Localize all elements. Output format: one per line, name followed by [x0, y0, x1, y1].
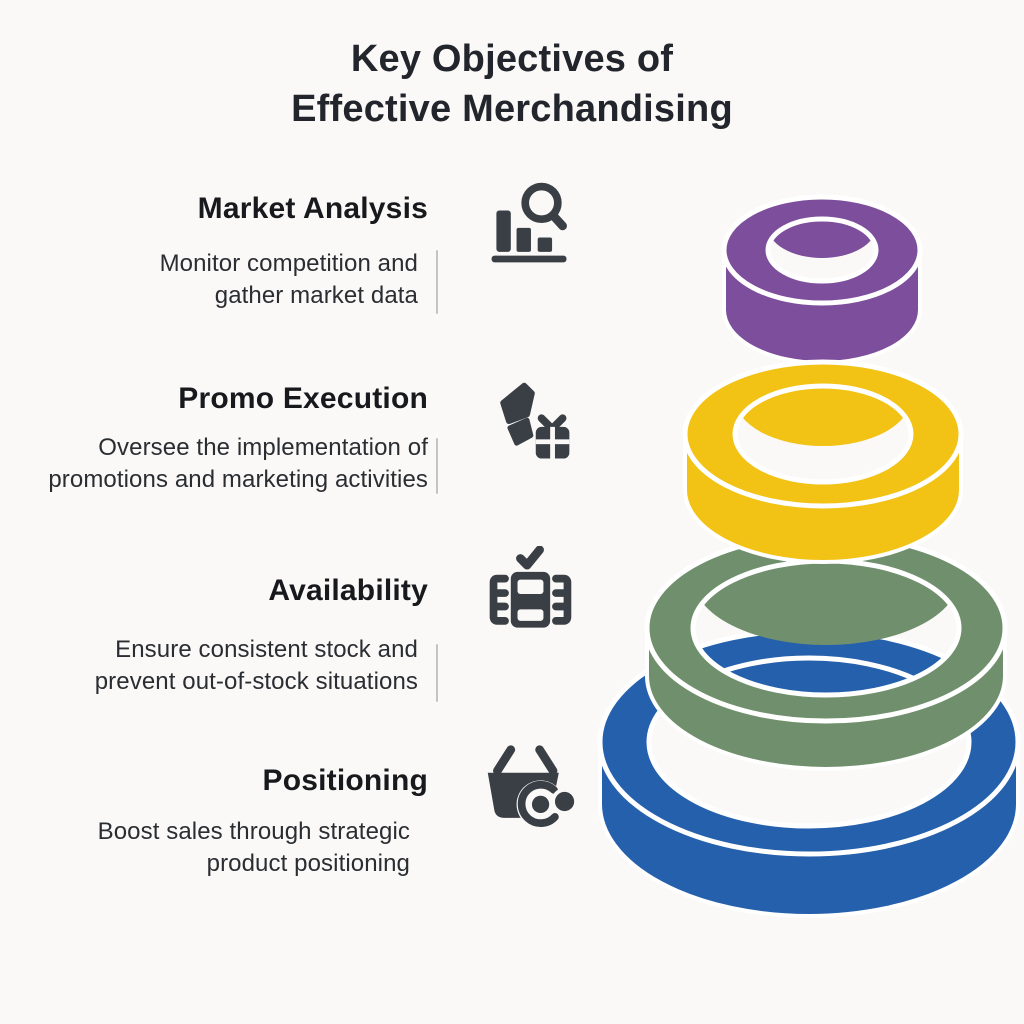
section-market-analysis: Market Analysis Monitor competition and g…: [0, 192, 428, 311]
section-heading: Market Analysis: [197, 192, 428, 225]
market-analysis-icon: [482, 176, 578, 272]
description-line: gather market data: [214, 281, 418, 309]
section-promo-execution: Promo Execution Oversee the implementati…: [0, 382, 428, 495]
ring-level-2: [682, 359, 964, 564]
description-line: Monitor competition and: [159, 250, 418, 277]
section-description: Monitor competition and gather market dat…: [0, 248, 418, 311]
availability-icon: [482, 546, 578, 642]
ring-level-3: [644, 532, 1008, 771]
description-line: promotions and marketing activities: [48, 465, 428, 493]
description-line: prevent out-of-stock situations: [94, 667, 418, 695]
description-line: Ensure consistent stock and: [115, 636, 418, 663]
section-heading: Promo Execution: [178, 382, 428, 415]
page-title-line1: Key Objectives of: [350, 38, 674, 80]
section-heading: Availability: [268, 574, 428, 607]
section-availability: Availability Ensure consistent stock and…: [0, 574, 428, 697]
section-positioning: Positioning Boost sales through strategi…: [0, 764, 428, 879]
page-title-line2: Effective Merchandising: [291, 88, 733, 131]
promo-execution-icon: [482, 376, 578, 472]
section-description: Ensure consistent stock and prevent out-o…: [0, 634, 418, 697]
section-divider: [436, 250, 438, 314]
ring-level-1: [721, 194, 923, 365]
description-line: Oversee the implementation of: [98, 434, 428, 461]
section-description: Oversee the implementation of promotions …: [0, 432, 428, 495]
description-line: product positioning: [206, 849, 410, 877]
section-divider: [436, 644, 438, 702]
section-description: Boost sales through strategic product pos…: [0, 816, 410, 879]
section-divider: [436, 438, 438, 494]
description-line: Boost sales through strategic: [97, 818, 410, 845]
positioning-icon: [482, 742, 578, 838]
page-title: Key Objectives of Effective Merchandisin…: [0, 34, 1024, 134]
section-heading: Positioning: [262, 764, 428, 797]
